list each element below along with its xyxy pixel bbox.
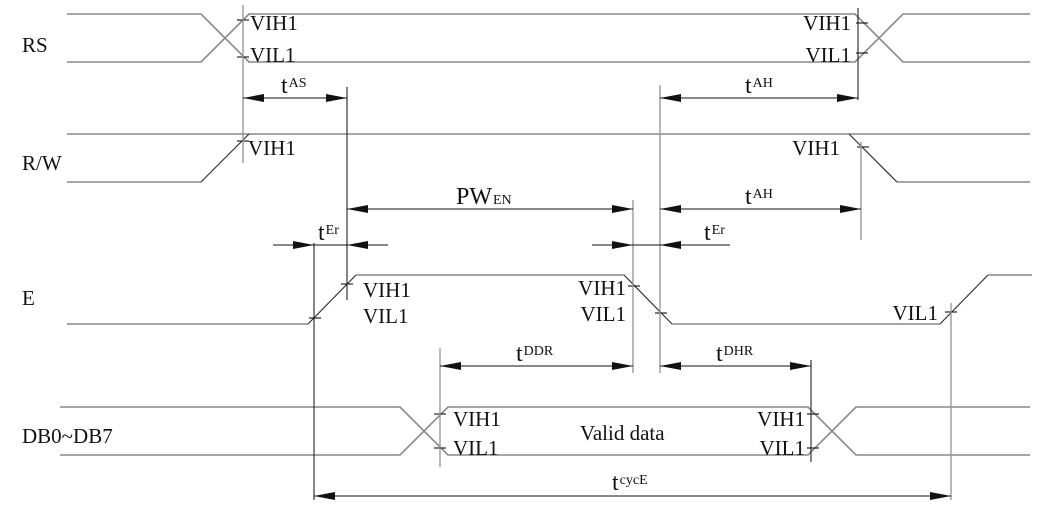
t-as-label: tAS xyxy=(281,73,307,99)
rs-vih-label-left: VIH1 xyxy=(250,11,298,35)
rs-line-a xyxy=(67,13,1030,63)
t-ah-rs-label: tAH xyxy=(745,73,773,99)
rs-vil-label-left: VIL1 xyxy=(250,43,296,67)
db-vil-label-left: VIL1 xyxy=(453,436,499,460)
pw-en-dimension xyxy=(347,205,633,213)
e-vil-label-left: VIL1 xyxy=(363,304,409,328)
db-line-b xyxy=(60,406,1030,456)
reference-lines xyxy=(242,5,952,500)
db-line-a xyxy=(60,406,1030,456)
rs-line-b xyxy=(67,13,1030,63)
e-rise-edge-2 xyxy=(939,274,989,325)
t-dhr-label: tDHR xyxy=(716,341,754,367)
rw-fall-edge xyxy=(848,133,898,183)
rw-vih-label-right: VIH1 xyxy=(792,136,840,160)
signal-label-db: DB0~DB7 xyxy=(22,424,113,448)
valid-data-label: Valid data xyxy=(580,421,665,445)
rs-vih-label-right: VIH1 xyxy=(803,11,851,35)
signal-label-e: E xyxy=(22,286,35,310)
e-vih-label-right: VIH1 xyxy=(578,276,626,300)
rs-waveform xyxy=(67,13,1030,63)
db-vil-label-right: VIL1 xyxy=(760,436,806,460)
t-ddr-dimension xyxy=(440,362,633,370)
t-dhr-dimension xyxy=(660,362,811,370)
t-ddr-label: tDDR xyxy=(516,341,554,367)
db-vih-label-right: VIH1 xyxy=(757,407,805,431)
t-cyce-dimension xyxy=(314,492,951,500)
signal-label-rw: R/W xyxy=(22,151,62,175)
e-vil-label-far-right: VIL1 xyxy=(893,301,939,325)
t-er-rise-label: tEr xyxy=(318,220,339,246)
t-as-dimension xyxy=(243,94,347,102)
t-er-fall-label: tEr xyxy=(704,220,725,246)
e-waveform xyxy=(67,274,1032,325)
e-rise-edge xyxy=(307,274,357,325)
e-vih-label-left: VIH1 xyxy=(363,278,411,302)
t-ah-rw-label: tAH xyxy=(745,184,773,210)
rw-rise-edge xyxy=(200,133,250,183)
pw-en-label: PWEN xyxy=(456,184,512,210)
t-er-fall-dimension xyxy=(592,241,730,249)
t-cyce-label: tcycE xyxy=(612,470,648,496)
rw-waveform xyxy=(67,133,1030,183)
rw-vih-label-left: VIH1 xyxy=(248,136,296,160)
e-vil-label-right: VIL1 xyxy=(581,302,627,326)
rs-vil-label-right: VIL1 xyxy=(806,43,852,67)
e-fall-edge xyxy=(623,274,673,325)
db-vih-label-left: VIH1 xyxy=(453,407,501,431)
t-ah-rs-dimension xyxy=(660,94,858,102)
db-waveform xyxy=(60,406,1030,456)
t-ah-rw-dimension xyxy=(660,205,861,213)
signal-label-rs: RS xyxy=(22,33,48,57)
t-er-rise-dimension xyxy=(273,241,388,249)
